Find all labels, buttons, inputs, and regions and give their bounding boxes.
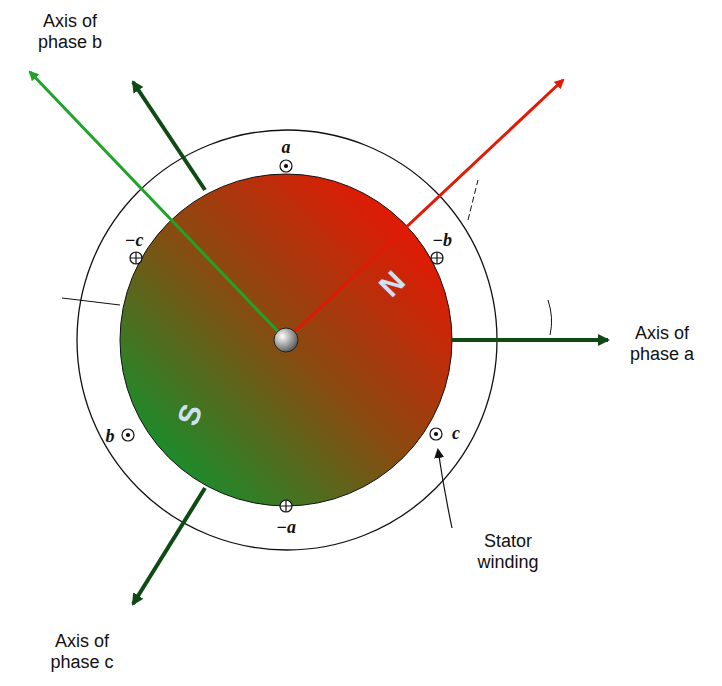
conductor-symbols: [122, 160, 443, 512]
axis-label: Axis of phase b: [24, 11, 116, 53]
slot-label: b: [106, 426, 115, 447]
phase-axis: [133, 82, 205, 190]
rotor: [120, 174, 452, 506]
slot-label: c: [452, 423, 460, 444]
phase-axis: [133, 488, 205, 604]
axis-label: Stator winding: [462, 531, 554, 573]
south-axis-arrow: [30, 72, 286, 340]
slot-label: −c: [125, 230, 144, 251]
stator-ring: [77, 130, 497, 550]
slot-label: −a: [276, 517, 296, 538]
axis-label: Axis of phase c: [36, 631, 128, 673]
phase-axis: [452, 338, 608, 342]
shaft: [274, 328, 298, 352]
slot-label: a: [282, 137, 291, 158]
north-axis-arrow: [286, 80, 563, 340]
leader-line: [438, 450, 452, 528]
slot-label: −b: [432, 230, 452, 251]
axis-label: Axis of phase a: [616, 323, 708, 365]
